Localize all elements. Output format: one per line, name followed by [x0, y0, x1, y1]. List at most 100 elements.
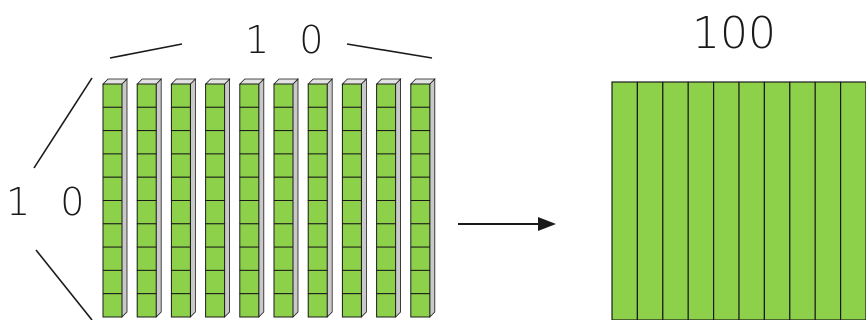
- unit-cube: [170, 223, 191, 248]
- unit-cube: [341, 153, 362, 178]
- rod: [170, 78, 197, 318]
- unit-cube: [307, 176, 328, 201]
- side-bracket-lower-line: [35, 249, 93, 320]
- unit-cube: [341, 293, 362, 318]
- unit-cube: [376, 176, 397, 201]
- unit-cube: [273, 246, 294, 271]
- unit-cube: [170, 83, 191, 108]
- top-bracket-left-line: [109, 43, 183, 59]
- unit-cube: [376, 83, 397, 108]
- unit-cube: [307, 130, 328, 155]
- rod-side-face: [292, 78, 299, 318]
- flat-strip: [738, 81, 765, 320]
- unit-cube: [341, 176, 362, 201]
- unit-cube: [102, 176, 123, 201]
- rod-side-face: [224, 78, 231, 318]
- unit-cube: [273, 83, 294, 108]
- unit-cube: [410, 106, 431, 132]
- unit-cube: [273, 223, 294, 248]
- unit-cube: [170, 293, 191, 318]
- rod: [307, 78, 334, 318]
- flat-strip: [712, 81, 740, 320]
- flat-strip: [763, 81, 791, 320]
- unit-cube: [307, 293, 328, 318]
- unit-cube: [170, 130, 191, 155]
- unit-cube: [205, 130, 226, 155]
- unit-cube: [239, 83, 260, 108]
- flat-strip: [839, 81, 866, 320]
- hundred-flat: [611, 81, 866, 320]
- total-label: 100: [692, 8, 776, 59]
- unit-cube: [273, 293, 294, 318]
- flat-strip: [662, 81, 689, 320]
- unit-cube: [136, 176, 157, 201]
- unit-cube: [273, 269, 294, 295]
- unit-cube: [410, 176, 431, 201]
- flat-strip: [814, 81, 842, 320]
- unit-cube: [170, 200, 191, 225]
- unit-cube: [205, 106, 226, 132]
- rod-side-face: [429, 78, 436, 318]
- unit-cube: [136, 223, 157, 248]
- unit-cube: [136, 293, 157, 318]
- unit-cube: [136, 130, 157, 155]
- unit-cube: [102, 269, 123, 295]
- unit-cube: [376, 200, 397, 225]
- rod: [273, 78, 299, 318]
- unit-cube: [307, 200, 328, 225]
- unit-cube: [410, 293, 431, 318]
- unit-cube: [136, 200, 157, 225]
- unit-cube: [239, 223, 260, 248]
- unit-cube: [307, 106, 328, 132]
- unit-cube: [102, 200, 123, 225]
- unit-cube: [341, 223, 362, 248]
- unit-cube: [410, 269, 431, 295]
- unit-cube: [341, 200, 362, 225]
- rod-side-face: [326, 78, 333, 318]
- unit-cube: [170, 106, 191, 132]
- unit-cube: [239, 106, 260, 132]
- unit-cube: [376, 106, 397, 132]
- unit-cube: [136, 153, 157, 178]
- unit-cube: [102, 106, 123, 132]
- rod: [341, 78, 368, 318]
- flat-strip: [789, 81, 816, 320]
- unit-cube: [376, 269, 397, 295]
- rod: [136, 78, 163, 318]
- unit-cube: [102, 130, 123, 155]
- unit-cube: [205, 83, 226, 108]
- rod-side-face: [189, 78, 196, 318]
- unit-cube: [410, 153, 431, 178]
- unit-cube: [170, 176, 191, 201]
- unit-cube: [410, 223, 431, 248]
- unit-cube: [136, 83, 157, 108]
- unit-cube: [102, 246, 123, 271]
- flat-strip: [611, 81, 638, 320]
- unit-cube: [273, 153, 294, 178]
- unit-cube: [205, 153, 226, 178]
- unit-cube: [341, 106, 362, 132]
- unit-cube: [239, 176, 260, 201]
- unit-cube: [136, 269, 157, 295]
- unit-cube: [205, 200, 226, 225]
- unit-cube: [102, 223, 123, 248]
- unit-cube: [341, 246, 362, 271]
- unit-cube: [239, 130, 260, 155]
- unit-cube: [273, 176, 294, 201]
- rod-side-face: [155, 78, 162, 318]
- rod-side-face: [360, 78, 367, 318]
- unit-cube: [136, 106, 157, 132]
- rod: [204, 78, 231, 318]
- unit-cube: [239, 153, 260, 178]
- unit-cube: [205, 176, 226, 201]
- unit-cube: [341, 83, 362, 108]
- unit-cube: [239, 246, 260, 271]
- unit-cube: [307, 153, 328, 178]
- unit-cube: [170, 269, 191, 295]
- arrow-head: [538, 217, 556, 231]
- unit-cube: [376, 293, 397, 318]
- flat-strip: [636, 81, 664, 320]
- unit-cube: [410, 246, 431, 271]
- unit-cube: [136, 246, 157, 271]
